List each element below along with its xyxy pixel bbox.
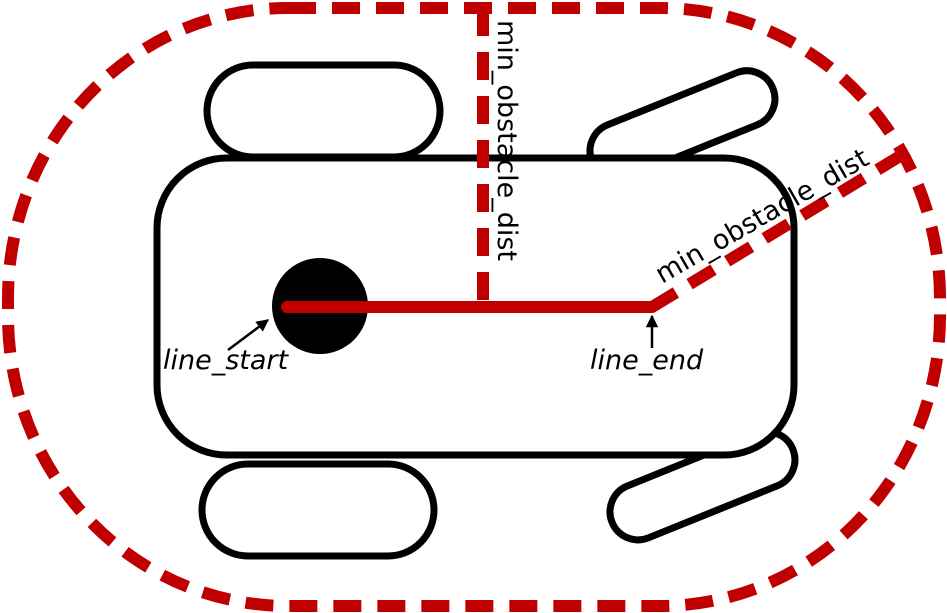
line-end-label: line_end: [590, 345, 704, 376]
line-start-arrow: [227, 319, 269, 351]
vertical-dist-label: min_obstacle_dist: [491, 20, 522, 261]
line-start-label: line_start: [163, 345, 290, 376]
diagonal-dist-line: [648, 144, 914, 313]
wheel-top-left: [203, 61, 444, 161]
wheel-bottom-left: [198, 460, 438, 560]
wheel-bottom-right: [606, 428, 799, 544]
